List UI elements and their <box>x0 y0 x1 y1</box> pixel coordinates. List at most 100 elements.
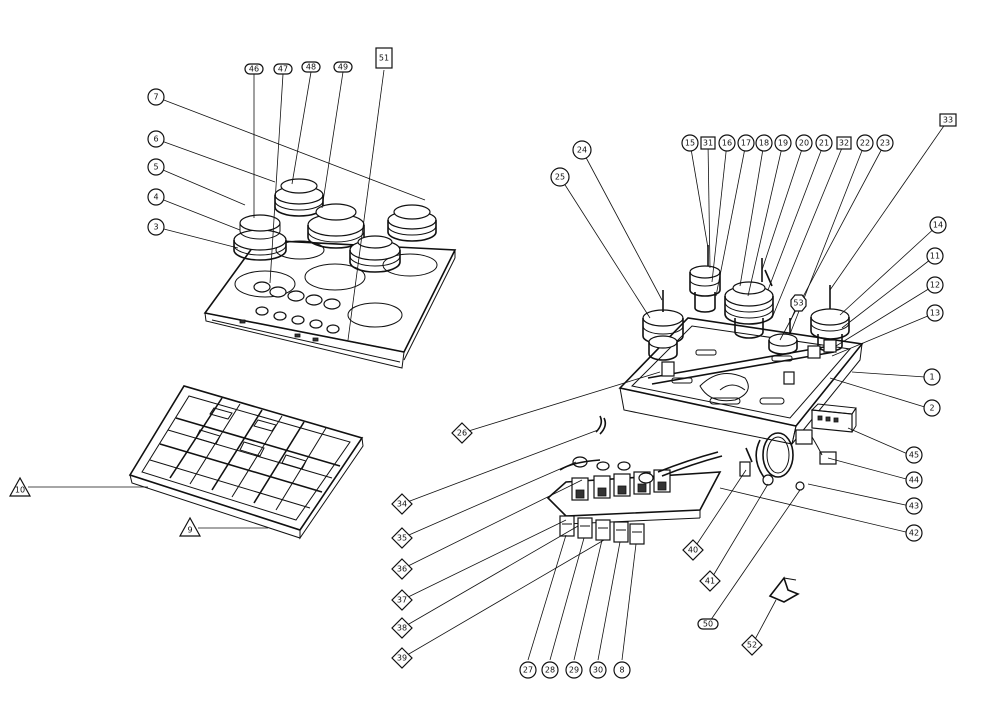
callout-text: 4 <box>153 193 158 202</box>
callout-35: 35 <box>391 527 413 549</box>
callout-text: 13 <box>930 309 940 318</box>
base-tray-assembly <box>618 245 864 445</box>
callout-15: 15 <box>681 134 699 152</box>
callout-33: 33 <box>939 113 957 127</box>
callout-text: 34 <box>397 500 407 509</box>
callout-text: 50 <box>703 620 713 629</box>
callout-29: 29 <box>565 661 583 679</box>
callout-text: 1 <box>929 373 934 382</box>
callout-text: 9 <box>187 526 192 535</box>
callout-51: 51 <box>375 47 393 69</box>
callout-10: 10 <box>8 476 32 497</box>
callout-text: 8 <box>619 666 624 675</box>
callout-text: 15 <box>685 139 695 148</box>
callout-28: 28 <box>541 661 559 679</box>
callout-42: 42 <box>905 524 923 542</box>
tray-burner-left <box>642 290 684 361</box>
callout-47: 47 <box>273 63 293 75</box>
callout-26: 26 <box>451 422 473 444</box>
callout-text: 2 <box>929 404 934 413</box>
callout-text: 38 <box>397 624 407 633</box>
callout-40: 40 <box>682 539 704 561</box>
callout-38: 38 <box>391 617 413 639</box>
callout-3: 3 <box>147 218 165 236</box>
callout-14: 14 <box>929 216 947 234</box>
callout-13: 13 <box>926 304 944 322</box>
callout-text: 31 <box>703 139 713 148</box>
callout-text: 46 <box>249 65 259 74</box>
callout-text: 35 <box>397 534 407 543</box>
callout-text: 20 <box>799 139 809 148</box>
callout-text: 39 <box>397 654 407 663</box>
callout-text: 42 <box>909 529 919 538</box>
burner-front-right <box>349 235 401 273</box>
pan-support-grid <box>128 385 364 540</box>
callout-34: 34 <box>391 493 413 515</box>
callout-39: 39 <box>391 647 413 669</box>
tray-burner-right <box>810 285 850 352</box>
callout-19: 19 <box>774 134 792 152</box>
callout-text: 29 <box>569 666 579 675</box>
callout-text: 26 <box>457 429 467 438</box>
callout-text: 14 <box>933 221 943 230</box>
callout-text: 48 <box>306 63 316 72</box>
callout-20: 20 <box>795 134 813 152</box>
callout-4: 4 <box>147 188 165 206</box>
callout-24: 24 <box>572 140 592 160</box>
callout-text: 12 <box>930 281 940 290</box>
callout-27: 27 <box>519 661 537 679</box>
callout-text: 22 <box>860 139 870 148</box>
callout-5: 5 <box>147 158 165 176</box>
callout-text: 3 <box>153 223 158 232</box>
callout-text: 21 <box>819 139 829 148</box>
valve-manifold-assembly <box>546 415 723 545</box>
callout-text: 10 <box>15 486 25 495</box>
callout-text: 18 <box>759 139 769 148</box>
callout-37: 37 <box>391 589 413 611</box>
callout-text: 6 <box>153 135 158 144</box>
callout-text: 17 <box>741 139 751 148</box>
callout-43: 43 <box>905 497 923 515</box>
callout-labels: 7 6 5 4 3 24 25 15 16 17 18 19 20 21 22 … <box>8 47 957 679</box>
callout-36: 36 <box>391 558 413 580</box>
callout-49: 49 <box>333 61 353 73</box>
callout-text: 43 <box>909 502 919 511</box>
tray-burner-wok <box>724 258 774 339</box>
callout-text: 24 <box>577 146 587 155</box>
callout-46: 46 <box>244 63 264 75</box>
burner-rear-left <box>274 178 324 217</box>
callout-text: 19 <box>778 139 788 148</box>
callout-text: 52 <box>747 641 757 650</box>
leader-lines <box>28 69 949 661</box>
hob-top-assembly <box>203 178 457 369</box>
callout-text: 45 <box>909 451 919 460</box>
callout-41: 41 <box>699 570 721 592</box>
callout-17: 17 <box>737 134 755 152</box>
callout-45: 45 <box>905 446 923 464</box>
callout-48: 48 <box>301 61 321 73</box>
callout-2: 2 <box>923 399 941 417</box>
callout-9: 9 <box>178 516 202 537</box>
callout-text: 7 <box>153 93 158 102</box>
callout-text: 30 <box>593 666 603 675</box>
callout-8: 8 <box>613 661 631 679</box>
callout-text: 47 <box>278 65 288 74</box>
callout-text: 53 <box>793 299 803 308</box>
callout-23: 23 <box>876 134 894 152</box>
callout-16: 16 <box>718 134 736 152</box>
callout-text: 51 <box>379 54 389 63</box>
hose-connector-assembly <box>739 403 857 603</box>
callout-text: 49 <box>338 63 348 72</box>
callout-53: 53 <box>790 294 807 312</box>
callout-44: 44 <box>905 471 923 489</box>
callout-30: 30 <box>589 661 607 679</box>
callout-text: 5 <box>153 163 158 172</box>
burner-rear-right <box>387 204 437 242</box>
callout-text: 33 <box>943 116 953 125</box>
callout-text: 40 <box>688 546 698 555</box>
control-knobs-top <box>239 281 341 342</box>
callout-6: 6 <box>147 130 165 148</box>
callout-25: 25 <box>550 167 570 187</box>
callout-50: 50 <box>697 618 719 630</box>
